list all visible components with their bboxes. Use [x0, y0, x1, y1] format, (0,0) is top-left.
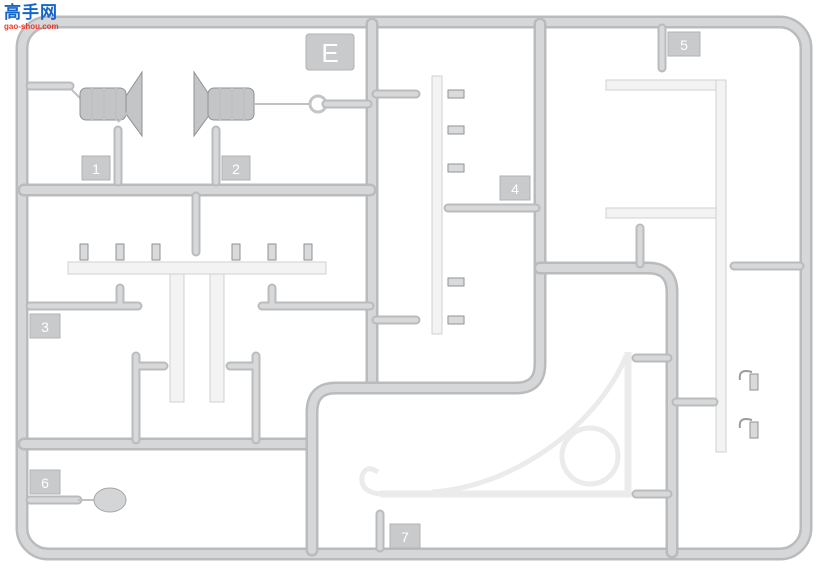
part-1-lamp [25, 70, 143, 187]
part-number-1: 1 [92, 161, 100, 177]
site-watermark: 高手网 gao-shou.com [4, 4, 70, 40]
part-4-vertical-bar [371, 75, 541, 335]
watermark-logo-text: 高手网 [4, 3, 58, 23]
part-7-bracket [359, 352, 673, 553]
part-number-2: 2 [232, 161, 240, 177]
part-number-4: 4 [511, 181, 519, 197]
part-number-tabs: 1 2 3 4 5 6 7 [29, 31, 701, 549]
svg-text:E: E [321, 38, 338, 68]
part-number-3: 3 [41, 319, 49, 335]
part-3-insulator-bar [25, 191, 375, 445]
part-number-5: 5 [680, 37, 688, 53]
part-2-lamp [193, 70, 373, 187]
part-6-bulb [25, 487, 127, 513]
part-5-rail-frame [605, 23, 805, 453]
watermark-url: gao-shou.com [4, 22, 59, 31]
runner-frame [15, 15, 813, 561]
part-number-7: 7 [401, 529, 409, 545]
sprue-letter-tab: E [305, 33, 355, 71]
part-number-6: 6 [41, 475, 49, 491]
